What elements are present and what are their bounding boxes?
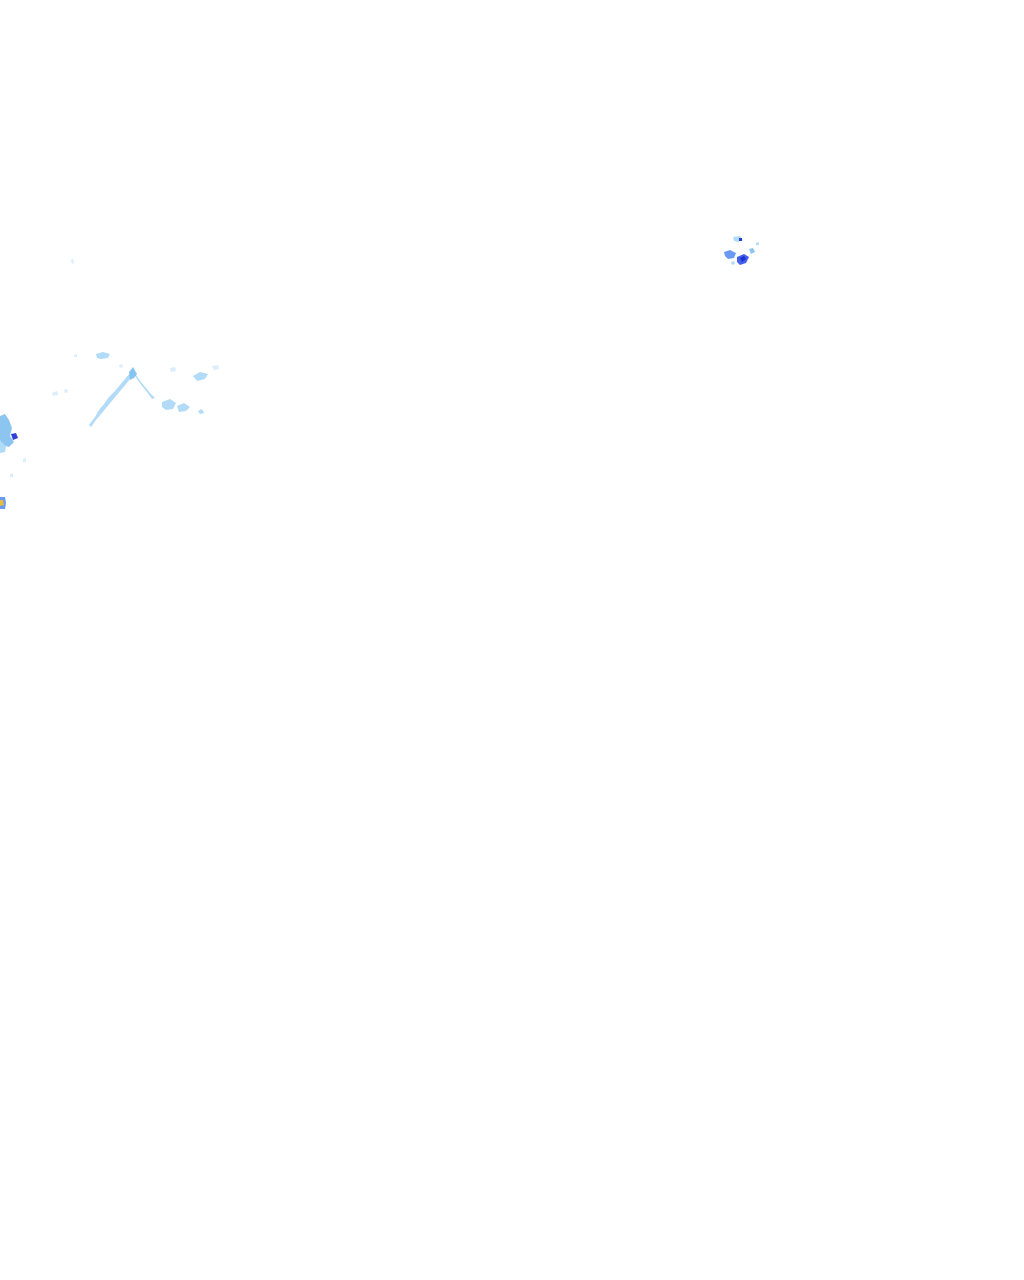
echo-blob xyxy=(0,500,4,506)
echo-speck xyxy=(23,458,26,462)
echo-speck xyxy=(119,364,123,368)
echo-blob xyxy=(11,433,18,440)
echo-northeast-cell xyxy=(724,236,759,265)
echo-blob xyxy=(724,250,736,259)
echo-blob xyxy=(129,367,137,380)
echo-blob xyxy=(0,440,6,453)
echo-speck xyxy=(74,354,77,357)
echo-blob xyxy=(749,248,755,254)
echo-speck xyxy=(756,242,759,245)
echo-speck xyxy=(731,261,735,265)
echo-speck xyxy=(198,409,204,414)
echo-speck xyxy=(71,258,74,264)
echo-speck xyxy=(52,391,58,396)
echo-speck xyxy=(64,389,68,393)
echo-west-chevron-band xyxy=(52,352,219,427)
echo-speck xyxy=(10,473,13,477)
echo-blob xyxy=(740,256,746,262)
echo-west-edge-cluster xyxy=(0,414,26,477)
echo-isolated-speck xyxy=(71,258,74,264)
echo-line xyxy=(89,369,155,427)
echo-blob xyxy=(177,403,190,412)
echo-blob xyxy=(193,372,208,381)
echo-speck xyxy=(739,238,742,241)
echo-blob xyxy=(162,399,176,410)
echo-blob xyxy=(96,352,110,359)
echo-blob xyxy=(170,367,176,372)
echo-blob xyxy=(212,365,219,370)
echo-southwest-edge-cell xyxy=(0,497,6,509)
echo-blob xyxy=(0,414,14,447)
